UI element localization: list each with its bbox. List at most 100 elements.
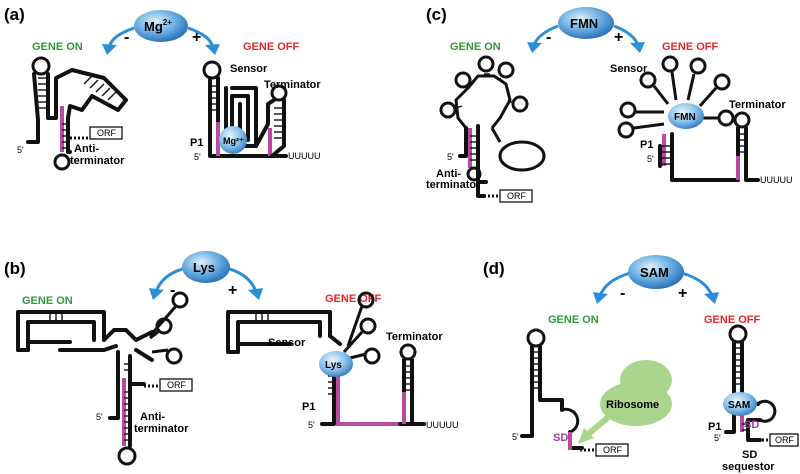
- panel-a-on-structure: [26, 56, 128, 171]
- panel-c-on-orf-box: [499, 189, 533, 203]
- panel-d-off-rungs: [734, 347, 748, 431]
- panel-d-sequestor-2: sequestor: [722, 461, 775, 473]
- panel-a-minus-arrowhead: [102, 44, 117, 55]
- panel-c-label: (c): [426, 5, 447, 24]
- panel-a-on-orf: ORF: [97, 128, 117, 138]
- panel-c-on-orf: ORF: [507, 191, 527, 201]
- panel-c-p1: P1: [640, 139, 653, 151]
- panel-c-plus: +: [614, 29, 623, 46]
- panel-a-bound-ligand: [219, 126, 247, 154]
- panel-d-off-orf: ORF: [775, 435, 795, 445]
- panel-a-ligand-bubble: [134, 10, 188, 42]
- panel-d: (d) SAM - + GENE ON GENE OFF: [483, 255, 799, 473]
- panel-a-on-rungs: [38, 75, 117, 149]
- panel-b-uuuuu: UUUUU: [426, 420, 459, 430]
- panel-c-antiterminator-1: Anti-: [436, 168, 461, 180]
- panel-d-on-orf-box: [595, 443, 629, 457]
- panel-b-off-rungs: [255, 312, 412, 395]
- panel-d-ribosome-label: Ribosome: [606, 399, 659, 411]
- panel-c-bound-label: FMN: [674, 112, 696, 123]
- panel-b-ligand-bubble: [182, 251, 230, 283]
- panel-d-off-orf-box: [769, 433, 799, 447]
- panel-a-label: (a): [4, 5, 25, 24]
- panel-b-plus: +: [228, 282, 237, 299]
- panel-b-terminator: Terminator: [386, 331, 443, 343]
- panel-b-antiterminator-2: terminator: [134, 423, 189, 435]
- panel-d-off-5prime: 5': [714, 433, 721, 443]
- panel-b-plus-arrowhead: [248, 288, 263, 300]
- panel-d-bound-ligand: [723, 392, 757, 416]
- panel-d-sequestor-1: SD: [742, 449, 757, 461]
- panel-a-ligand-label: Mg2+: [144, 18, 172, 34]
- panel-d-minus-arrow: [598, 271, 631, 297]
- panel-a-minus: -: [124, 29, 129, 46]
- panel-d-minus: -: [620, 285, 625, 302]
- panel-c-off-rungs: [660, 133, 746, 165]
- panel-d-p1: P1: [708, 421, 721, 433]
- panel-c-bound-ligand: [668, 103, 704, 129]
- panel-b-sensor: Sensor: [268, 337, 306, 349]
- panel-b-bound-label: Lys: [325, 360, 342, 371]
- panel-c-gene-off: GENE OFF: [662, 41, 719, 53]
- panel-a-sensor: Sensor: [230, 63, 268, 75]
- panel-c: (c) FMN - + GENE ON GENE OFF: [426, 5, 793, 203]
- panel-a-gene-off: GENE OFF: [243, 41, 300, 53]
- panel-b: (b) Lys - + GENE ON GENE OFF: [4, 251, 459, 466]
- panel-b-minus: -: [170, 282, 175, 299]
- panel-d-ligand-bubble: [628, 255, 684, 289]
- panel-d-label: (d): [483, 259, 505, 278]
- panel-a-plus-arrowhead: [205, 44, 220, 55]
- panel-d-gene-on: GENE ON: [548, 314, 599, 326]
- panel-d-ligand-label: SAM: [640, 265, 669, 280]
- panel-a-bound-label: Mg²⁺: [223, 136, 244, 146]
- panel-c-sensor: Sensor: [610, 63, 648, 75]
- panel-c-plus-arrowhead: [630, 42, 645, 53]
- panel-b-gene-on: GENE ON: [22, 295, 73, 307]
- panel-b-off-5prime: 5': [308, 420, 315, 430]
- panel-a-on-orf-box: [89, 126, 123, 140]
- panel-d-plus: +: [678, 285, 687, 302]
- panel-c-gene-on: GENE ON: [450, 41, 501, 53]
- panel-b-on-orf: ORF: [167, 380, 187, 390]
- panel-a-off-structure: [202, 60, 288, 158]
- panel-a-p1: P1: [190, 137, 203, 149]
- panel-b-bound-ligand: [319, 351, 353, 377]
- panel-b-p1: P1: [302, 401, 315, 413]
- panel-c-off-5prime: 5': [647, 154, 654, 164]
- panel-d-minus-arrowhead: [593, 292, 608, 304]
- panel-d-on-orf: ORF: [603, 445, 623, 455]
- panel-a-minus-arrow: [107, 26, 135, 48]
- panel-a-on-5prime: 5': [17, 145, 24, 155]
- panel-b-on-5prime: 5': [96, 412, 103, 422]
- panel-b-antiterminator-1: Anti-: [140, 411, 165, 423]
- panel-d-on-sd: SD: [553, 432, 568, 444]
- panel-d-on-5prime: 5': [512, 432, 519, 442]
- panel-a-antiterminator-1: Anti-: [74, 143, 99, 155]
- panel-a-uuuuu: UUUUU: [288, 151, 321, 161]
- panel-c-on-5prime: 5': [447, 152, 454, 162]
- panel-d-on-rungs: [532, 351, 540, 389]
- panel-c-on-rungs: [455, 73, 515, 161]
- panel-b-ligand-label: Lys: [193, 260, 215, 275]
- panel-c-minus-arrowhead: [527, 42, 542, 53]
- panel-c-ligand-bubble: [558, 7, 614, 39]
- panel-c-antiterminator-2: terminator: [426, 179, 481, 191]
- ribosome-icon: [578, 360, 672, 444]
- panel-a-off-rungs: [210, 85, 284, 139]
- panel-b-label: (b): [4, 259, 26, 278]
- panel-b-minus-arrowhead: [149, 288, 164, 300]
- panel-c-uuuuu: UUUUU: [760, 175, 793, 185]
- panel-c-ligand-label: FMN: [570, 16, 598, 31]
- panel-d-gene-off: GENE OFF: [704, 314, 761, 326]
- panel-c-terminator: Terminator: [729, 99, 786, 111]
- panel-a: (a) Mg2+ - + GENE ON GENE OFF: [4, 5, 321, 171]
- panel-a-terminator: Terminator: [264, 79, 321, 91]
- panel-a-off-5prime: 5': [194, 152, 201, 162]
- panel-c-off-structure: [617, 55, 760, 182]
- panel-c-minus: -: [546, 29, 551, 46]
- panel-a-antiterminator-2: terminator: [70, 155, 125, 167]
- panel-b-on-orf-box: [159, 378, 193, 392]
- panel-a-gene-on: GENE ON: [32, 41, 83, 53]
